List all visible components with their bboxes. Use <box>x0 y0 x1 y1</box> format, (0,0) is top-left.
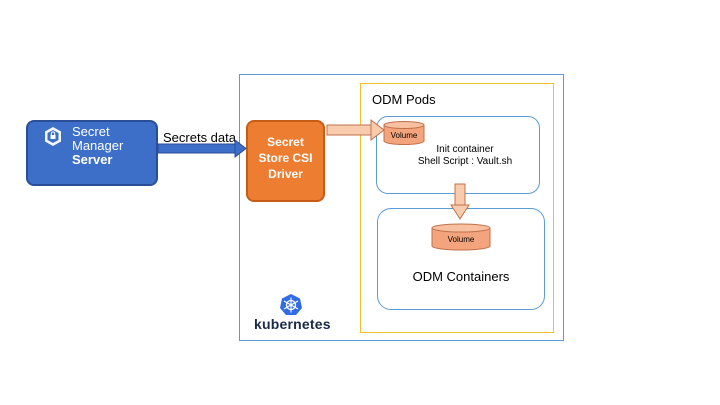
odm-containers-label: ODM Containers <box>412 269 510 284</box>
odm-pods-label: ODM Pods <box>372 92 436 107</box>
odm-volume-cylinder: Volume <box>431 223 491 251</box>
odm-pods-frame <box>360 83 554 333</box>
init-container-label-line1: Init container <box>436 144 494 155</box>
kubernetes-cluster-frame <box>239 74 564 341</box>
secret-manager-label-line2: Manager <box>72 138 124 153</box>
arrow-init-to-odm <box>450 183 470 220</box>
csi-driver-label: Secret Store CSI Driver <box>246 134 325 182</box>
arrow-secrets-to-csi <box>157 138 247 159</box>
secret-manager-label: Secret Manager Server <box>72 125 123 167</box>
secrets-data-label: Secrets data <box>163 130 236 145</box>
csi-driver-label-line3: Driver <box>268 167 303 181</box>
init-container-label: Init container Shell Script : Vault.sh <box>390 144 540 168</box>
kubernetes-label: kubernetes <box>254 316 331 332</box>
csi-driver-label-line2: Store CSI <box>258 151 313 165</box>
odm-volume-label: Volume <box>448 235 475 244</box>
csi-driver-label-line1: Secret <box>267 135 304 149</box>
init-volume-cylinder: Volume <box>383 121 425 145</box>
secret-manager-label-line1: Secret <box>72 124 110 139</box>
csi-driver-node <box>246 120 325 202</box>
kubernetes-helm-icon <box>280 294 302 315</box>
arrow-csi-to-volume <box>326 118 385 142</box>
init-container-label-line2: Shell Script : Vault.sh <box>417 156 513 167</box>
secret-manager-label-line3: Server <box>72 152 113 167</box>
init-volume-label: Volume <box>391 131 418 140</box>
